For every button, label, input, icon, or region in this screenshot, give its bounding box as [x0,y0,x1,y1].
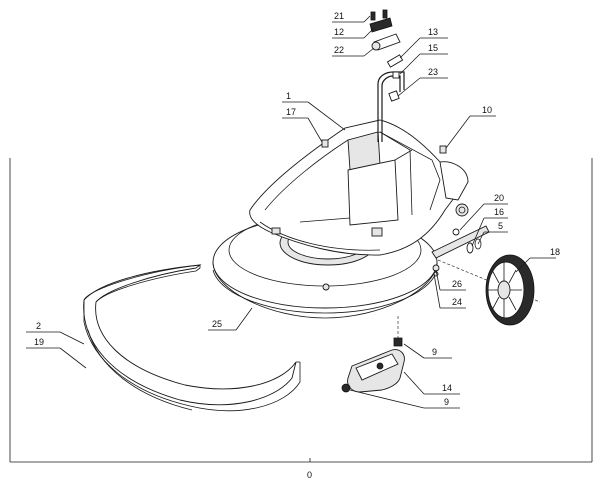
callout-24: 24 [452,297,462,307]
bumper-ring [83,264,301,412]
motor-housing [249,119,469,256]
callout-12: 12 [334,27,344,37]
callout-25: 25 [212,319,222,329]
callout-1: 1 [286,91,291,101]
callout-labels: 21 12 22 13 15 23 1 17 10 20 16 5 18 26 … [34,11,560,407]
callout-17: 17 [286,107,296,117]
callout-10: 10 [482,105,492,115]
callout-5: 5 [498,221,503,231]
wheel-assembly [431,225,541,326]
cover-assembly [341,316,405,393]
callout-19: 19 [34,337,44,347]
handle-rod [377,54,405,142]
callout-2: 2 [36,321,41,331]
callout-9-lower: 9 [444,397,449,407]
callout-18: 18 [550,247,560,257]
small-fasteners [321,139,447,154]
callout-15: 15 [428,43,438,53]
callout-13: 13 [428,27,438,37]
leader-lines [26,15,556,409]
top-hardware [369,9,401,51]
callout-16: 16 [494,207,504,217]
callout-14: 14 [442,383,452,393]
callout-22: 22 [334,45,344,55]
diagram-frame [9,158,593,463]
callout-26: 26 [452,279,462,289]
callout-23: 23 [428,67,438,77]
callout-20: 20 [494,193,504,203]
callout-21: 21 [334,11,344,21]
frame-bottom-label: 0 [307,470,312,480]
callout-9-upper: 9 [432,347,437,357]
